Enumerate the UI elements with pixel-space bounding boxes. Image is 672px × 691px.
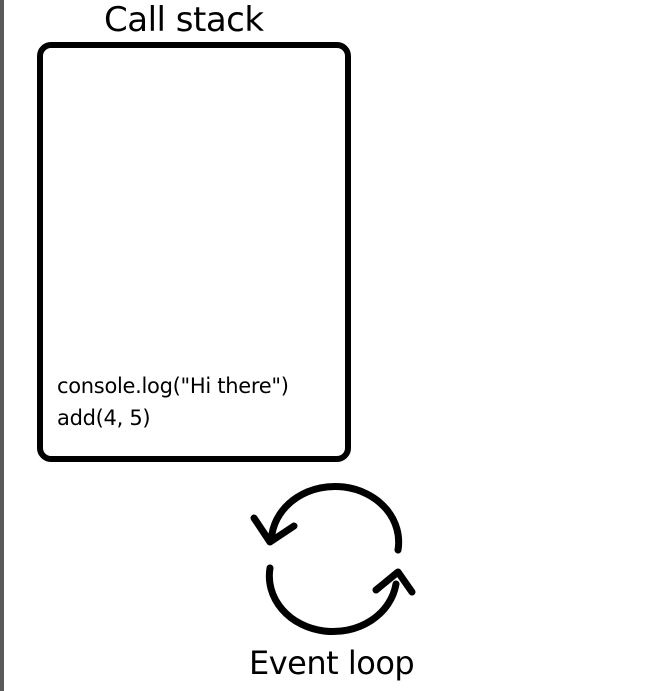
call-stack-frames: console.log("Hi there") add(4, 5): [57, 370, 337, 434]
upper-arc: [268, 482, 403, 554]
stack-frame-console-log: console.log("Hi there"): [57, 374, 289, 398]
call-stack-title: Call stack: [104, 0, 264, 40]
window-left-edge: [0, 0, 4, 691]
cycle-arrows-icon: [250, 482, 416, 636]
lower-arrowhead: [372, 568, 416, 596]
stack-frame-add: add(4, 5): [57, 406, 151, 430]
event-loop-label: Event loop: [249, 644, 415, 682]
upper-arrowhead: [250, 514, 298, 546]
call-stack-box: [37, 42, 351, 462]
lower-arc: [265, 564, 400, 636]
